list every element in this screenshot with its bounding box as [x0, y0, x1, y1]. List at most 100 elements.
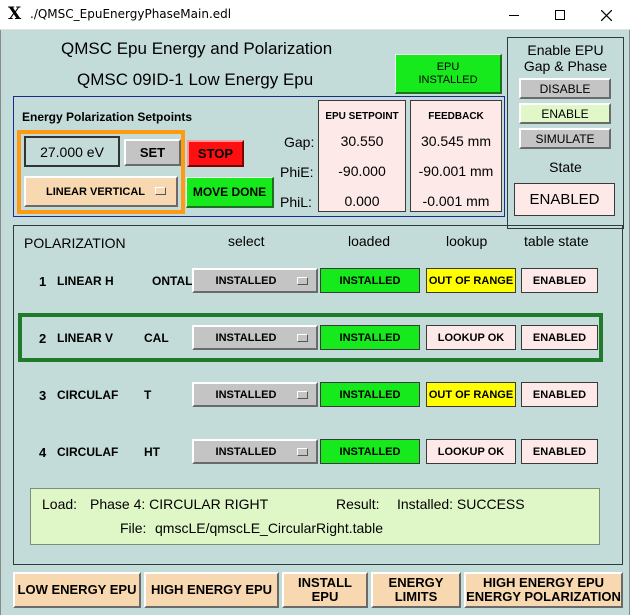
simulate-button[interactable]: SIMULATE	[519, 128, 611, 149]
window-title: ./QMSC_EpuEnergyPhaseMain.edl	[30, 7, 232, 21]
polarization-row-4: 4 CIRCULAF HT INSTALLED INSTALLED LOOKUP…	[14, 429, 622, 478]
menu-indicator-icon	[297, 448, 308, 456]
row-number: 4	[39, 445, 47, 460]
gap-feedback-value: 30.545 mm	[420, 133, 492, 149]
col-header-table-state: table state	[524, 233, 589, 249]
phil-label: PhiL:	[280, 194, 312, 210]
polarization-panel: POLARIZATION select loaded lookup table …	[13, 225, 623, 565]
load-value: Phase 4: CIRCULAR RIGHT	[90, 496, 269, 512]
page-title: QMSC Epu Energy and Polarization	[61, 39, 333, 58]
loaded-status-1: INSTALLED	[320, 268, 420, 293]
polarization-menu[interactable]: LINEAR VERTICAL	[24, 176, 178, 207]
enable-button[interactable]: ENABLE	[519, 103, 611, 124]
phie-feedback-value: -90.001 mm	[418, 163, 494, 179]
col-header-lookup: lookup	[446, 233, 488, 249]
table-state-3: ENABLED	[521, 382, 598, 407]
row-number: 3	[39, 388, 47, 403]
loaded-status-4: INSTALLED	[320, 439, 420, 464]
row-name-b: HT	[144, 445, 160, 459]
polarization-title: POLARIZATION	[24, 235, 126, 251]
maximize-button[interactable]	[537, 0, 583, 30]
high-pol-line1: HIGH ENERGY EPU	[482, 575, 605, 590]
energy-limits-line1: ENERGY	[388, 575, 444, 590]
epu-installed-button[interactable]: EPU INSTALLED	[395, 54, 502, 94]
state-value: ENABLED	[514, 183, 615, 216]
phie-setpoint-value: -90.000	[338, 163, 386, 179]
menu-indicator-icon	[297, 277, 308, 285]
install-epu-line2: EPU	[311, 589, 339, 604]
setpoints-panel: Energy Polarization Setpoints 27.000 eV …	[13, 96, 505, 217]
phil-setpoint-value: 0.000	[344, 193, 380, 209]
x-app-icon: X	[8, 4, 22, 24]
epu-setpoint-column: EPU SETPOINT 30.550 -90.000 0.000	[318, 100, 406, 212]
install-epu-button[interactable]: INSTALL EPU	[282, 572, 368, 608]
high-energy-polarization-button[interactable]: HIGH ENERGY EPU ENERGY POLARIZATION	[464, 572, 623, 608]
setpoints-title: Energy Polarization Setpoints	[22, 110, 193, 124]
row-name-b: CAL	[144, 331, 169, 345]
energy-limits-button[interactable]: ENERGY LIMITS	[371, 572, 461, 608]
install-epu-line1: INSTALL	[298, 575, 352, 590]
polarization-row-3: 3 CIRCULAF T INSTALLED INSTALLED OUT OF …	[14, 372, 622, 421]
lookup-status-2: LOOKUP OK	[426, 325, 516, 350]
phie-label: PhiE:	[280, 164, 314, 180]
select-value: INSTALLED	[215, 445, 277, 458]
phil-feedback-value: -0.001 mm	[422, 193, 490, 209]
minimize-icon	[509, 14, 519, 16]
select-menu-1[interactable]: INSTALLED	[192, 268, 318, 293]
col-header-select: select	[228, 233, 265, 249]
loaded-status-2: INSTALLED	[320, 325, 420, 350]
load-label: Load:	[42, 496, 78, 512]
polarization-menu-label: LINEAR VERTICAL	[46, 185, 145, 198]
window-titlebar[interactable]: X ./QMSC_EpuEnergyPhaseMain.edl	[0, 0, 630, 30]
file-value: qmscLE/qmscLE_CircularRight.table	[155, 520, 383, 536]
menu-indicator-icon	[297, 334, 308, 342]
move-done-indicator: MOVE DONE	[186, 177, 274, 208]
result-value: Installed: SUCCESS	[397, 496, 525, 512]
minimize-button[interactable]	[491, 0, 537, 30]
polarization-row-1: 1 LINEAR H ONTAL INSTALLED INSTALLED OUT…	[14, 258, 622, 307]
table-state-2: ENABLED	[521, 325, 598, 350]
row-name-a: LINEAR V	[57, 331, 114, 345]
row-name-a: CIRCULAF	[57, 388, 119, 402]
state-label: State	[549, 159, 582, 175]
select-menu-2[interactable]: INSTALLED	[192, 325, 318, 350]
row-name-a: CIRCULAF	[57, 445, 119, 459]
row-name-a: LINEAR H	[57, 274, 114, 288]
menu-indicator-icon	[155, 187, 166, 195]
load-status-panel: Load: Phase 4: CIRCULAR RIGHT Result: In…	[30, 488, 600, 545]
set-button[interactable]: SET	[124, 139, 181, 166]
table-state-1: ENABLED	[521, 268, 598, 293]
result-label: Result:	[336, 496, 380, 512]
maximize-icon	[555, 10, 565, 20]
energy-input[interactable]: 27.000 eV	[24, 136, 120, 167]
close-button[interactable]	[583, 0, 629, 30]
select-value: INSTALLED	[215, 274, 277, 287]
table-state-4: ENABLED	[521, 439, 598, 464]
loaded-status-3: INSTALLED	[320, 382, 420, 407]
lookup-status-4: LOOKUP OK	[426, 439, 516, 464]
high-pol-line2: ENERGY POLARIZATION	[466, 589, 621, 604]
disable-button[interactable]: DISABLE	[519, 78, 611, 99]
col-header-loaded: loaded	[348, 233, 391, 249]
row-number: 2	[39, 331, 47, 346]
page-subtitle: QMSC 09ID-1 Low Energy Epu	[77, 70, 314, 89]
gap-setpoint-value: 30.550	[340, 133, 384, 149]
select-menu-4[interactable]: INSTALLED	[192, 439, 318, 464]
select-value: INSTALLED	[215, 331, 277, 344]
polarization-row-2-highlight	[18, 313, 603, 362]
polarization-row-2: 2 LINEAR V CAL INSTALLED INSTALLED LOOKU…	[14, 315, 622, 364]
enable-epu-title: Enable EPU Gap & Phase	[508, 42, 623, 74]
enable-epu-title-line1: Enable EPU	[527, 42, 604, 58]
main-window-client: QMSC Epu Energy and Polarization QMSC 09…	[0, 30, 630, 615]
select-value: INSTALLED	[215, 388, 277, 401]
stop-button[interactable]: STOP	[187, 140, 244, 167]
low-energy-epu-button[interactable]: LOW ENERGY EPU	[13, 572, 141, 608]
select-menu-3[interactable]: INSTALLED	[192, 382, 318, 407]
energy-limits-line2: LIMITS	[394, 589, 438, 604]
high-energy-epu-button[interactable]: HIGH ENERGY EPU	[144, 572, 279, 608]
lookup-status-1: OUT OF RANGE	[426, 268, 516, 293]
enable-epu-panel: Enable EPU Gap & Phase DISABLE ENABLE SI…	[507, 37, 624, 229]
row-name-b: T	[144, 388, 152, 402]
close-icon	[600, 9, 612, 21]
focus-frame-orange	[17, 130, 185, 214]
